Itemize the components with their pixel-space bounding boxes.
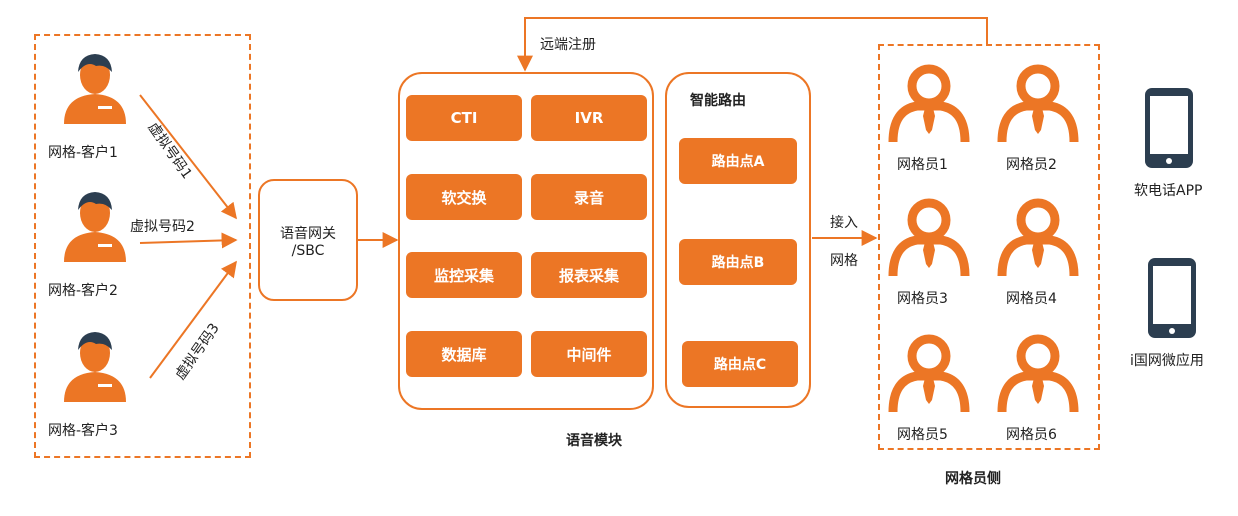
voice-gateway-box: 语音网关 /SBC — [258, 179, 358, 301]
grid-staff-person-icon — [997, 198, 1079, 277]
customer-service-person-icon — [64, 54, 126, 124]
grid-staff-person-icon — [997, 334, 1079, 413]
device-label: i国网微应用 — [1130, 353, 1204, 369]
voice-module-item: 数据库 — [406, 331, 522, 377]
client-label: 网格-客户2 — [48, 283, 118, 299]
grid-staff-label: 网格员2 — [1006, 157, 1057, 173]
client-group — [34, 34, 251, 458]
route-node: 路由点B — [679, 239, 797, 285]
client-label: 网格-客户1 — [48, 145, 118, 161]
grid-staff-person-icon — [888, 198, 970, 277]
voice-module-item: 中间件 — [531, 331, 647, 377]
grid-staff-label: 网格员6 — [1006, 427, 1057, 443]
smartphone-icon — [1145, 88, 1193, 168]
voice-module-item: IVR — [531, 95, 647, 141]
grid-staff-title: 网格员侧 — [945, 471, 1001, 487]
gateway-label-line1: 语音网关 — [280, 226, 336, 242]
smartphone-icon — [1148, 258, 1196, 338]
virtual-number-label: 虚拟号码2 — [130, 219, 195, 235]
arrow-client1-to-gateway — [139, 94, 237, 220]
customer-service-person-icon — [64, 332, 126, 402]
grid-staff-label: 网格员3 — [897, 291, 948, 307]
smart-routing-title: 智能路由 — [690, 93, 746, 109]
access-label-line2: 网格 — [830, 253, 858, 269]
device-label: 软电话APP — [1134, 183, 1203, 199]
route-node: 路由点C — [682, 341, 798, 387]
grid-staff-label: 网格员5 — [897, 427, 948, 443]
voice-module-item: CTI — [406, 95, 522, 141]
grid-staff-group — [878, 44, 1100, 450]
voice-module-title: 语音模块 — [566, 433, 622, 449]
grid-staff-person-icon — [888, 334, 970, 413]
route-node: 路由点A — [679, 138, 797, 184]
customer-service-person-icon — [64, 192, 126, 262]
grid-staff-person-icon — [888, 64, 970, 143]
access-label-line1: 接入 — [830, 215, 858, 231]
voice-module-item: 软交换 — [406, 174, 522, 220]
arrow-remote-register — [517, 17, 988, 72]
remote-register-label: 远端注册 — [540, 37, 596, 53]
gateway-label-line2: /SBC — [291, 243, 325, 259]
arrow-client3-to-gateway — [149, 260, 237, 379]
client-label: 网格-客户3 — [48, 423, 118, 439]
grid-staff-label: 网格员1 — [897, 157, 948, 173]
voice-module-item: 报表采集 — [531, 252, 647, 298]
arrow-client2-to-gateway — [139, 232, 238, 249]
grid-staff-person-icon — [997, 64, 1079, 143]
grid-staff-label: 网格员4 — [1006, 291, 1057, 307]
voice-module-item: 监控采集 — [406, 252, 522, 298]
voice-module-item: 录音 — [531, 174, 647, 220]
